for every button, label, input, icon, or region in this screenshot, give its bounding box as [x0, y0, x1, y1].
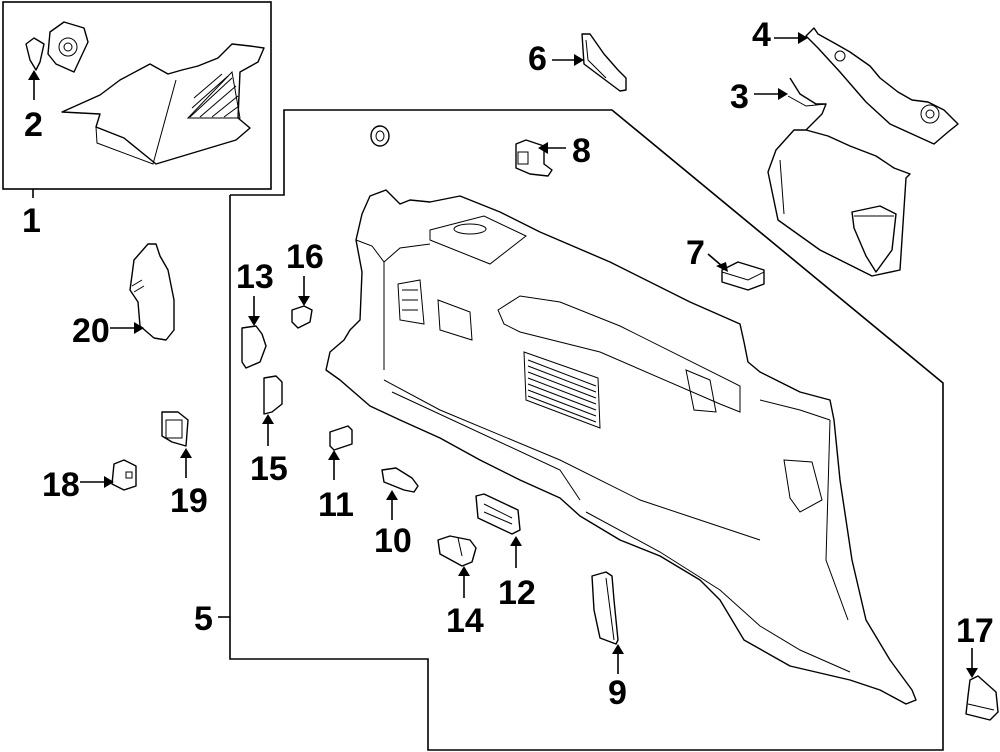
callout-17: 17	[956, 612, 994, 650]
callout-13-leader	[248, 296, 260, 326]
part-18-outlet	[111, 459, 137, 491]
callout-2-leader	[28, 70, 40, 100]
speaker-grille	[527, 359, 597, 423]
callout-7: 7	[686, 234, 705, 272]
part-3-upper-trim	[767, 77, 911, 277]
callout-4-leader	[774, 32, 808, 44]
part-13-switch	[241, 325, 267, 369]
callout-9-leader	[612, 644, 624, 674]
callout-19: 19	[170, 482, 208, 520]
callout-16-leader	[298, 276, 310, 306]
part-5-quarter-panel	[325, 189, 917, 705]
part-17-end-cap	[965, 675, 999, 721]
part-11-plug	[329, 425, 353, 451]
part-9-side-cover	[591, 571, 619, 645]
callout-13: 13	[236, 258, 274, 296]
callout-3: 3	[730, 78, 749, 116]
grommet	[370, 125, 390, 147]
hatch-pattern	[189, 73, 240, 118]
part-12-grille	[475, 493, 521, 535]
callout-19-leader	[180, 448, 192, 478]
callout-6: 6	[528, 40, 547, 78]
part-16-clip	[291, 305, 313, 329]
callout-10: 10	[374, 522, 412, 560]
callout-17-leader	[966, 648, 978, 678]
assembly-inset-frame	[2, 1, 272, 198]
part-19-bezel	[161, 411, 189, 447]
callout-6-leader	[552, 54, 584, 66]
part-4-bracket	[805, 27, 959, 145]
part-14-hook	[437, 535, 477, 567]
callout-15-leader	[262, 414, 274, 446]
callout-14-leader	[458, 566, 470, 598]
part-7-cover	[721, 261, 765, 291]
callout-12: 12	[498, 574, 536, 612]
callout-18: 18	[42, 466, 80, 504]
callout-20-leader	[110, 322, 144, 334]
callout-12-leader	[510, 536, 522, 568]
callout-11: 11	[318, 486, 354, 524]
callout-20: 20	[72, 312, 110, 350]
part-10-clip	[381, 467, 419, 493]
part-6-bracket	[581, 33, 627, 92]
callout-7-leader	[707, 253, 728, 272]
callout-5: 5	[194, 600, 213, 638]
callout-10-leader	[386, 490, 398, 520]
callout-8: 8	[572, 132, 591, 170]
callout-18-leader	[80, 476, 114, 488]
callout-2: 2	[24, 106, 43, 144]
callout-14: 14	[446, 602, 484, 640]
callout-11-leader	[328, 450, 340, 480]
callout-15: 15	[250, 450, 288, 488]
callout-3-leader	[754, 88, 788, 100]
callout-8-leader	[538, 142, 566, 154]
part-1-assembly	[25, 21, 265, 165]
callout-16: 16	[286, 238, 324, 276]
part-15-bezel	[263, 375, 283, 415]
callout-4: 4	[752, 16, 771, 54]
part-20-cover	[129, 243, 175, 341]
quarter-panel-outline	[218, 109, 944, 751]
callout-1: 1	[22, 202, 41, 240]
callout-9: 9	[608, 674, 627, 712]
